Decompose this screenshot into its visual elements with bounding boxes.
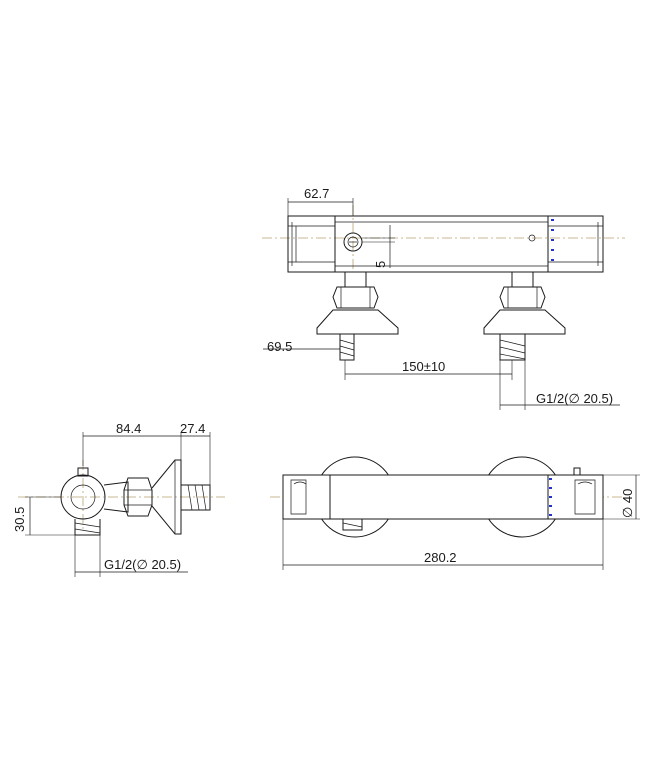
- dim-side-30-5: 30.5: [12, 507, 27, 532]
- dim-top-150: 150±10: [402, 359, 445, 374]
- dim-top-5: 5: [373, 261, 388, 268]
- dim-side-thread: G1/2(∅ 20.5): [104, 557, 181, 572]
- dim-top-62-7: 62.7: [304, 186, 329, 201]
- dim-top-thread: G1/2(∅ 20.5): [536, 391, 613, 406]
- front-view: 280.2 ∅ 40: [270, 456, 640, 570]
- dim-top-69-5: 69.5: [267, 339, 292, 354]
- side-view: 84.4 27.4 30.5 G1/2(∅ 20.5): [12, 421, 225, 577]
- dim-front-280-2: 280.2: [424, 550, 457, 565]
- dim-side-84-4: 84.4: [116, 421, 141, 436]
- dim-side-27-4: 27.4: [180, 421, 205, 436]
- dim-front-40: ∅ 40: [620, 489, 635, 518]
- top-view: 62.7 5 69.5 150±10 G1/2(∅ 20.5): [262, 186, 625, 410]
